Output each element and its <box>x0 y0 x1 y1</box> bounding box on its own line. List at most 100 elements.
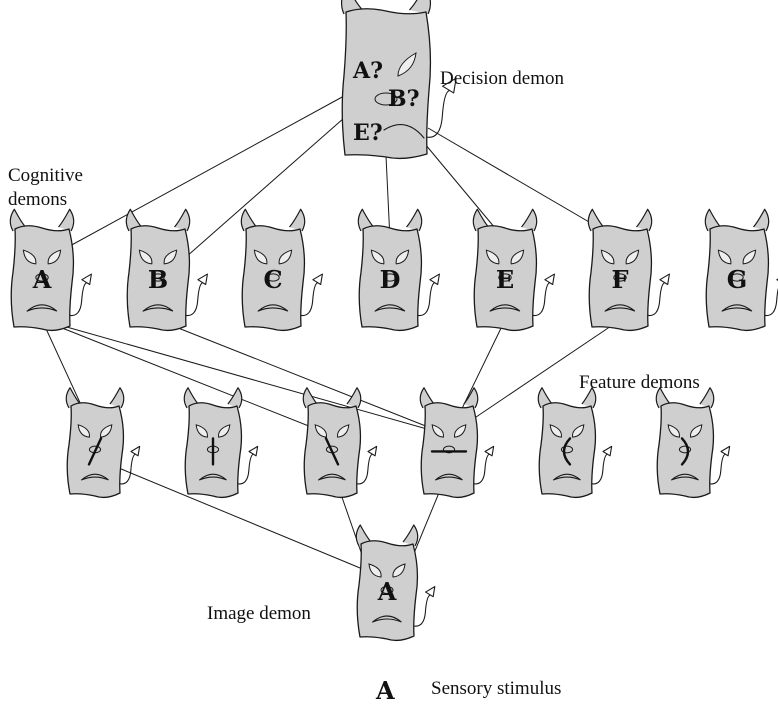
demon-mouth <box>142 304 174 312</box>
demon-horn-left <box>472 208 489 232</box>
demon-horn-right <box>109 387 125 409</box>
sensory-stimulus-label: Sensory stimulus <box>431 678 561 699</box>
demon-horn-right <box>58 208 75 232</box>
demon-eye-left <box>667 424 680 438</box>
demon-tail <box>763 287 778 317</box>
image-demon-label: Image demon <box>207 603 311 624</box>
demon-eye-right <box>625 249 640 265</box>
tail-arrow-icon <box>484 445 495 457</box>
demon-nose <box>678 445 692 454</box>
curve-left-stroke-icon <box>562 437 572 466</box>
demon-horn-right <box>289 208 306 232</box>
cognitive-demon-e: E <box>472 208 555 332</box>
demon-nose <box>613 273 627 282</box>
demon-eye-left <box>138 249 153 265</box>
demon-eye-right <box>163 249 178 265</box>
connector-oblique-left-to-image <box>119 468 378 576</box>
demon-tail <box>416 282 436 317</box>
connector-a-to-oblique-right <box>41 319 333 436</box>
demon-eye-left <box>717 249 732 265</box>
cognitive-demon-d: D <box>357 208 440 332</box>
demon-eye-right <box>47 249 62 265</box>
cognitive-demon-letter: E <box>496 265 514 294</box>
tail-arrow-icon <box>429 273 440 286</box>
demon-nose <box>560 445 574 454</box>
demon-eye-left <box>77 424 90 438</box>
feature-demons-label: Feature demons <box>579 372 700 393</box>
connector-a-to-horizontal <box>41 319 450 436</box>
demon-mouth <box>721 304 753 312</box>
tail-arrow-icon <box>197 273 208 286</box>
tail-arrow-icon <box>425 586 436 598</box>
demon-eye-right <box>392 563 406 578</box>
demon-mouth <box>81 473 109 481</box>
decision-demon: A?B?E? <box>340 0 457 160</box>
demon-horn-right <box>753 208 770 232</box>
cognitive-demon-letter: D <box>380 265 401 294</box>
demon-tail <box>355 453 373 485</box>
connector-decision-to-e <box>419 137 506 241</box>
demon-tail <box>118 453 136 485</box>
tail-arrow-icon <box>81 273 92 286</box>
demon-eye-left <box>314 424 327 438</box>
cognitive-demon-letter: B <box>148 265 168 294</box>
demon-nose <box>498 273 512 282</box>
demon-tail <box>68 282 88 317</box>
demon-eye-right <box>278 249 293 265</box>
demon-mouth <box>26 304 58 312</box>
cognitive-demon-letter: G <box>727 265 748 294</box>
feature-demon-curve-right <box>655 387 731 499</box>
demon-tail <box>590 453 608 485</box>
decision-demon-label: Decision demon <box>440 68 565 89</box>
oblique-left-stroke-icon <box>87 437 103 466</box>
demon-eye-right <box>337 424 350 438</box>
feature-demon-vertical <box>183 387 259 499</box>
demon-eye-left <box>370 249 385 265</box>
demon-horn-right <box>581 387 597 409</box>
demon-horn-right <box>402 524 419 547</box>
demon-eye-left <box>600 249 615 265</box>
demon-eye-left <box>22 249 37 265</box>
label-layer: Decision demon Cognitive demons Feature … <box>8 68 700 705</box>
demon-horn-left <box>9 208 26 232</box>
demon-mouth <box>435 473 463 481</box>
tail-arrow-icon <box>367 445 378 457</box>
demon-nose <box>266 273 280 282</box>
demon-horn-left <box>355 524 372 547</box>
demon-eye-right <box>572 424 585 438</box>
demon-horn-right <box>174 208 191 232</box>
demon-body <box>420 402 479 499</box>
demon-horn-right <box>406 208 423 232</box>
cognitive-demon-b: B <box>125 208 208 332</box>
cognitive-demons-label-line2: demons <box>8 189 67 210</box>
demon-horn-right <box>699 387 715 409</box>
demon-eye-left <box>485 249 500 265</box>
demon-eye-left <box>195 424 208 438</box>
cognitive-demon-letter: F <box>611 265 628 294</box>
demon-nose <box>383 273 397 282</box>
demon-mouth <box>372 615 402 623</box>
demon-horn-right <box>346 387 362 409</box>
demon-eye-right <box>510 249 525 265</box>
demon-horn-right <box>521 208 538 232</box>
demon-body <box>538 402 597 499</box>
demon-nose <box>35 273 49 282</box>
demon-tail <box>184 282 204 317</box>
cognitive-demons-label-line1: Cognitive <box>8 165 83 186</box>
oblique-right-stroke-icon <box>324 437 340 466</box>
stimulus-letter: A <box>375 676 395 705</box>
demon-horn-left <box>357 208 374 232</box>
demon-eye-left <box>253 249 268 265</box>
demon-eye-left <box>549 424 562 438</box>
demon-body <box>341 8 432 160</box>
demon-eye-left <box>368 563 382 578</box>
tail-arrow-icon <box>130 445 141 457</box>
demon-nose <box>730 273 744 282</box>
demon-horn-right <box>636 208 653 232</box>
demon-nose <box>380 586 394 594</box>
demon-tail <box>646 282 666 317</box>
demon-tail <box>425 89 450 138</box>
decision-demon-eye <box>397 52 417 77</box>
demon-eye-right <box>218 424 231 438</box>
